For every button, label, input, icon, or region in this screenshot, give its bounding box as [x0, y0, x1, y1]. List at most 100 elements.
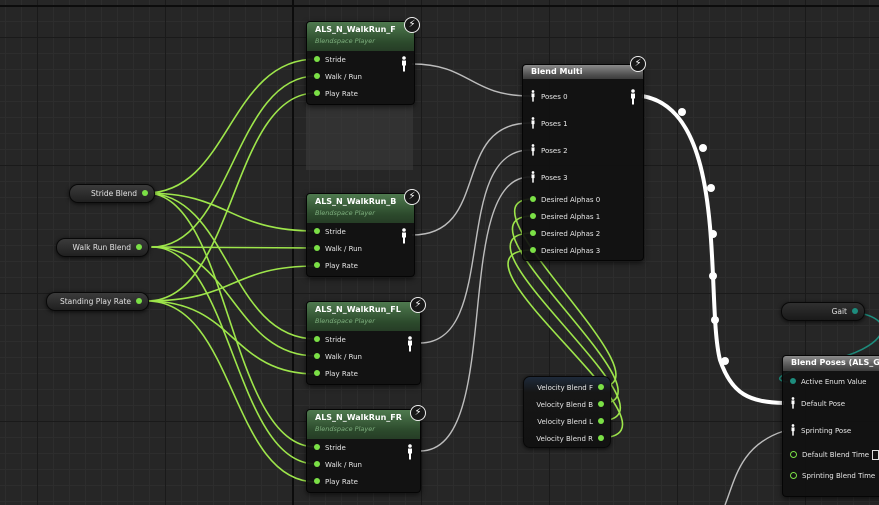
sprinting-pose-pin[interactable]: Sprinting Pose: [790, 424, 851, 437]
node-header[interactable]: Blend Poses (ALS_Ga: [783, 356, 879, 371]
poses-1-pin[interactable]: Poses 1: [530, 117, 568, 130]
pose-output-icon[interactable]: [400, 56, 408, 72]
desired-alphas-0-pin[interactable]: Desired Alphas 0: [530, 194, 600, 206]
float-pin-icon[interactable]: [790, 450, 797, 458]
blend-multi-node[interactable]: Blend Multi ⚡ Poses 0 Poses 1 Poses 2 Po…: [522, 56, 646, 261]
walk-run-pin[interactable]: Walk / Run: [314, 351, 362, 363]
poses-2-pin[interactable]: Poses 2: [530, 144, 568, 157]
node-header[interactable]: ALS_N_WalkRun_FR Blendspace Player ⚡: [307, 405, 426, 439]
pose-output-icon[interactable]: [406, 444, 414, 460]
float-pin-icon[interactable]: [790, 471, 797, 479]
node-header[interactable]: Blend Multi ⚡: [523, 56, 646, 79]
stride-pin[interactable]: Stride: [314, 54, 346, 66]
wire-stride-f: [145, 58, 317, 194]
pose-pin-icon[interactable]: [790, 424, 796, 436]
float-pin-icon[interactable]: [530, 230, 536, 236]
play-rate-pin[interactable]: Play Rate: [314, 476, 358, 488]
lightning-icon: ⚡: [410, 297, 426, 313]
node-shadow-panel: [306, 100, 413, 170]
standing-play-rate-variable[interactable]: Standing Play Rate: [46, 292, 149, 311]
float-pin-icon[interactable]: [314, 56, 320, 62]
stride-blend-variable[interactable]: Stride Blend: [69, 184, 155, 203]
walk-run-pin[interactable]: Walk / Run: [314, 459, 362, 471]
float-pin-icon[interactable]: [314, 353, 320, 359]
float-pin-icon[interactable]: [314, 370, 320, 376]
blendspace-node-walkrun-b[interactable]: ALS_N_WalkRun_B Blendspace Player ⚡ Stri…: [306, 189, 420, 277]
lightning-icon: ⚡: [630, 56, 646, 72]
float-pin-icon[interactable]: [598, 418, 604, 424]
play-rate-pin[interactable]: Play Rate: [314, 88, 358, 100]
float-pin-icon[interactable]: [136, 298, 142, 304]
velocity-blend-r-pin[interactable]: Velocity Blend R: [536, 433, 604, 445]
desired-alphas-3-pin[interactable]: Desired Alphas 3: [530, 245, 600, 257]
float-pin-icon[interactable]: [314, 90, 320, 96]
float-pin-icon[interactable]: [314, 245, 320, 251]
float-pin-icon[interactable]: [314, 478, 320, 484]
float-pin-icon[interactable]: [598, 435, 604, 441]
wire-knot: [699, 144, 707, 152]
sprinting-blend-time-pin[interactable]: Sprinting Blend Time: [790, 470, 875, 482]
lightning-icon: ⚡: [404, 189, 420, 205]
poses-0-pin[interactable]: Poses 0: [530, 90, 568, 103]
node-title: Blend Poses (ALS_Ga: [791, 358, 879, 367]
blendspace-node-walkrun-fl[interactable]: ALS_N_WalkRun_FL Blendspace Player ⚡ Str…: [306, 297, 426, 385]
gait-variable[interactable]: Gait: [781, 302, 865, 321]
pose-pin-icon[interactable]: [530, 144, 536, 156]
wire-knot: [721, 357, 729, 365]
velocity-blend-l-pin[interactable]: Velocity Blend L: [537, 416, 604, 428]
velocity-blend-b-pin[interactable]: Velocity Blend B: [536, 399, 604, 411]
blend-poses-node[interactable]: Blend Poses (ALS_Ga Active Enum Value De…: [782, 355, 879, 497]
float-pin-icon[interactable]: [314, 444, 320, 450]
pose-output-icon[interactable]: [629, 89, 637, 105]
wire-stride-fl: [145, 192, 317, 340]
wire-walkrun-b: [151, 246, 317, 249]
enum-pin-icon[interactable]: [852, 308, 858, 314]
float-pin-icon[interactable]: [314, 461, 320, 467]
blendspace-node-walkrun-fr[interactable]: ALS_N_WalkRun_FR Blendspace Player ⚡ Str…: [306, 405, 426, 493]
float-pin-icon[interactable]: [314, 228, 320, 234]
variable-label: Standing Play Rate: [59, 297, 131, 306]
float-pin-icon[interactable]: [314, 262, 320, 268]
stride-pin[interactable]: Stride: [314, 334, 346, 346]
float-pin-icon[interactable]: [598, 384, 604, 390]
pose-output-icon[interactable]: [406, 336, 414, 352]
velocity-blend-node[interactable]: Velocity Blend F Velocity Blend B Veloci…: [523, 376, 611, 448]
blendspace-node-walkrun-f[interactable]: ALS_N_WalkRun_F Blendspace Player ⚡ Stri…: [306, 17, 420, 105]
desired-alphas-1-pin[interactable]: Desired Alphas 1: [530, 211, 600, 223]
float-pin-icon[interactable]: [530, 247, 536, 253]
node-header[interactable]: ALS_N_WalkRun_F Blendspace Player ⚡: [307, 17, 420, 51]
float-pin-icon[interactable]: [530, 196, 536, 202]
pose-pin-icon[interactable]: [530, 117, 536, 129]
walk-run-pin[interactable]: Walk / Run: [314, 243, 362, 255]
wire-alpha-3: [507, 249, 624, 439]
pose-pin-icon[interactable]: [530, 90, 536, 102]
wire-sprint-pose: [724, 430, 785, 505]
pose-output-icon[interactable]: [400, 228, 408, 244]
walk-run-pin[interactable]: Walk / Run: [314, 71, 362, 83]
node-header[interactable]: ALS_N_WalkRun_FL Blendspace Player ⚡: [307, 297, 426, 331]
play-rate-pin[interactable]: Play Rate: [314, 368, 358, 380]
pose-pin-icon[interactable]: [530, 171, 536, 183]
velocity-blend-f-pin[interactable]: Velocity Blend F: [537, 382, 604, 394]
node-title: ALS_N_WalkRun_F: [315, 25, 396, 34]
play-rate-pin[interactable]: Play Rate: [314, 260, 358, 272]
float-pin-icon[interactable]: [136, 244, 142, 250]
desired-alphas-2-pin[interactable]: Desired Alphas 2: [530, 228, 600, 240]
node-header[interactable]: ALS_N_WalkRun_B Blendspace Player ⚡: [307, 189, 420, 223]
default-blend-time-pin[interactable]: Default Blend Time: [790, 449, 879, 461]
float-pin-icon[interactable]: [530, 213, 536, 219]
float-pin-icon[interactable]: [314, 73, 320, 79]
walk-run-blend-variable[interactable]: Walk Run Blend: [56, 238, 149, 257]
stride-pin[interactable]: Stride: [314, 442, 346, 454]
active-enum-value-pin[interactable]: Active Enum Value: [790, 376, 866, 388]
pose-pin-icon[interactable]: [790, 397, 796, 409]
float-pin-icon[interactable]: [142, 190, 148, 196]
stride-pin[interactable]: Stride: [314, 226, 346, 238]
value-input[interactable]: [872, 450, 879, 460]
float-pin-icon[interactable]: [314, 336, 320, 342]
float-pin-icon[interactable]: [598, 401, 604, 407]
default-pose-pin[interactable]: Default Pose: [790, 397, 845, 410]
enum-pin-icon[interactable]: [790, 378, 796, 384]
node-subtitle: Blendspace Player: [315, 425, 375, 433]
poses-3-pin[interactable]: Poses 3: [530, 171, 568, 184]
